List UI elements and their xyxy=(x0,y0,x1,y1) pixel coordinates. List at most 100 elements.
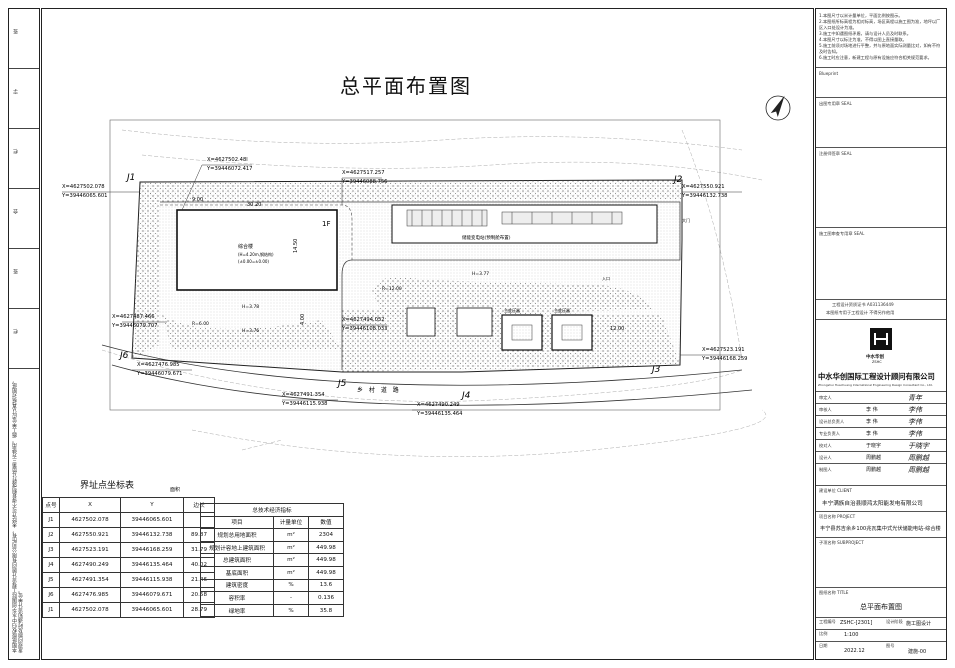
point-j1: J1 xyxy=(125,173,135,183)
transformer-mid xyxy=(456,307,493,337)
dim-4-00: 4.00 xyxy=(300,314,306,325)
role-row: 校对人于晓宇于晓宇 xyxy=(816,439,946,451)
strip-cell: 栏 xyxy=(9,309,39,369)
point-j5: J5 xyxy=(336,379,347,389)
coord-x: X=4627523.191 xyxy=(702,347,745,353)
role-row: 设计总负责人李 伟李伟 xyxy=(816,415,946,427)
role-row: 专业负责人李 伟李伟 xyxy=(816,427,946,439)
coord-table-title: 界址点坐标表 xyxy=(80,481,135,491)
role-row: 审核人李 伟李伟 xyxy=(816,403,946,415)
building-name: 综合楼 xyxy=(238,243,253,250)
green-strip-left xyxy=(132,182,160,358)
building-note-2: (±0.00=±0.00) xyxy=(238,259,269,264)
strip-cell: 字 xyxy=(9,69,39,129)
drawing-frame xyxy=(41,8,814,660)
coord-x: X=4627502.48l xyxy=(207,157,248,163)
design-notes: 1.本图尺寸以米计量单位，平面比例按图示。 2.本图纸所标高程为相对标高，场区高… xyxy=(819,13,941,60)
cert-row: 工程设计资质证书 A031136449 本图纸专用于工程设计 不得另作他用 xyxy=(816,299,946,319)
table-header-row: 点号 X Y 边长 xyxy=(42,497,215,513)
coord-x: X=4627494.052 xyxy=(342,317,385,323)
role-row: 审定人青年 xyxy=(816,391,946,403)
dim-14-50: 14.50 xyxy=(293,239,299,253)
equipment-yard-label: 储能变电站(预制舱布置) xyxy=(462,234,511,241)
transformer-a-label: 主变压器 xyxy=(504,307,520,313)
equipment-racks xyxy=(406,209,623,227)
coord-x: X=4627550.921 xyxy=(682,184,725,190)
client-name: 丰宁满族自治县顺鸿太阳能发电有限公司 xyxy=(822,501,923,507)
building-1f-label: 1F xyxy=(322,220,330,228)
role-row: 设计人周鹏越周鹏越 xyxy=(816,451,946,463)
drawing-title: 总平面布置图 xyxy=(340,74,472,98)
table-header-row: 项目 计量单位 数值 xyxy=(200,515,344,530)
green-island xyxy=(372,276,652,315)
dim-12-00: 12.00 xyxy=(610,326,624,332)
internal-road xyxy=(160,201,681,370)
coord-y: Y=39446088.756 xyxy=(341,179,387,185)
radius-6: R=6.00 xyxy=(192,321,209,327)
point-j6: J6 xyxy=(118,351,129,361)
transformer-left xyxy=(406,307,436,337)
company-name: 中水华创国际工程设计顾问有限公司 xyxy=(818,372,935,381)
coord-x: X=4627502.078 xyxy=(62,184,105,190)
seal-row-2: 注册师签章 SEAL xyxy=(816,147,946,227)
company-row: 中水华创 ZSHC 中水华创国际工程设计顾问有限公司 Zhongshui Hua… xyxy=(816,319,946,391)
coord-x: X=4627490.249 xyxy=(417,402,460,408)
left-sign-strip: 签 字 栏 会 签 栏 本图纸版权归中水华创国际工程设计顾问有限公司所有，未经许… xyxy=(8,8,40,660)
radius-12: R=12.00 xyxy=(382,286,402,292)
coord-y: Y=39446079.707 xyxy=(111,323,157,329)
coord-y: Y=39446132.738 xyxy=(681,193,727,199)
gate-label: 大门 xyxy=(682,217,690,223)
table-title-row: 总技术经济指标 xyxy=(200,503,344,517)
strip-cell: 签 xyxy=(9,9,39,69)
entry-label: 入口 xyxy=(602,276,610,281)
seal-row-1: 出图专用章 SEAL xyxy=(816,97,946,147)
strip-cell: 签 xyxy=(9,249,39,309)
coord-x: X=4627487.466 xyxy=(112,314,155,320)
project-name: 丰宁县苏吉余乡100兆瓦集中式光伏储能电站-综合楼 xyxy=(820,526,941,532)
title-block: 1.本图尺寸以米计量单位，平面比例按图示。 2.本图纸所标高程为相对标高，场区高… xyxy=(815,8,947,660)
coordinate-leaders xyxy=(62,164,742,411)
strip-long-note: 本图纸版权归中水华创国际工程设计顾问有限公司所有，未经许可不得复制或转让给第三方… xyxy=(12,378,24,653)
height-376: H=3.76 xyxy=(242,328,259,334)
building-note-1: (H=4.20m,钢结构) xyxy=(238,251,274,257)
blueprint-row: Blueprint xyxy=(816,67,946,97)
subproject-row: 子项名称 SUBPROJECT xyxy=(816,537,946,587)
height-378: H=3.78 xyxy=(242,304,259,310)
client-row: 建设单位 CLIENT 丰宁满族自治县顺鸿太阳能发电有限公司 xyxy=(816,485,946,511)
role-row: 制图人周鹏越周鹏越 xyxy=(816,463,946,475)
strip-note-cell: 本图纸版权归中水华创国际工程设计顾问有限公司所有，未经许可不得复制或转让给第三方… xyxy=(9,369,39,659)
coord-y: Y=39446115.938 xyxy=(281,401,327,407)
contour-lines xyxy=(101,129,767,457)
meta-row: 比例 1:100 xyxy=(816,629,946,641)
main-building xyxy=(176,209,338,291)
point-j2: J2 xyxy=(672,175,683,185)
meta-row: 日期 2022.12 图号 建施-00 xyxy=(816,641,946,659)
height-377: H=3.77 xyxy=(472,271,489,277)
coord-x: X=4627517.257 xyxy=(342,170,385,176)
logo-text: 中水华创 xyxy=(866,355,884,360)
drawing-title-row: 图纸名称 TITLE 总平面布置图 xyxy=(816,587,946,617)
drawing-title-cell: 总平面布置图 xyxy=(860,603,902,611)
coord-x: X=4627476.985 xyxy=(137,362,180,368)
seal-row-3: 施工图审查专用章 SEAL xyxy=(816,227,946,299)
company-name-en: Zhongshui Huachuang International Engine… xyxy=(818,383,933,387)
coord-x: X=4627491.354 xyxy=(282,392,325,398)
table-row: 容积率-0.136 xyxy=(200,591,344,605)
coord-table-extra: 面积 xyxy=(170,487,181,493)
village-road-label: 乡 村 道 路 xyxy=(357,386,401,394)
point-j3: J3 xyxy=(650,365,661,375)
coord-y: Y=39446079.671 xyxy=(136,371,182,377)
village-road-edge xyxy=(101,344,743,386)
green-strip-top xyxy=(140,180,682,202)
